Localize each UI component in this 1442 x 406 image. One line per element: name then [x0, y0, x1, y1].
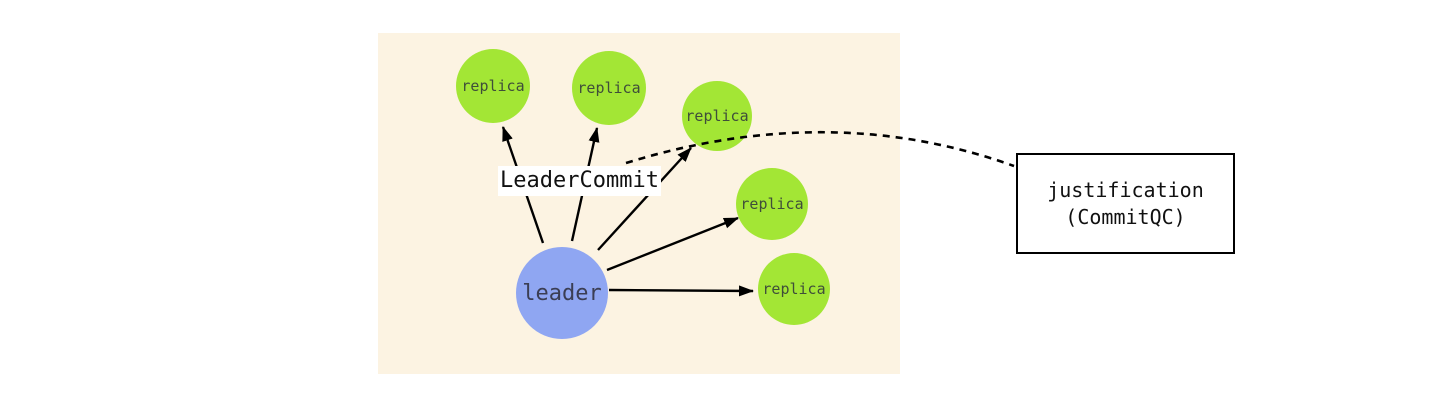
leader-node: leader — [516, 247, 608, 339]
replica-node-4: replica — [736, 168, 808, 240]
replica-node-2-label: replica — [577, 79, 641, 97]
justification-box-line2: (CommitQC) — [1065, 204, 1186, 229]
replica-node-3-label: replica — [685, 107, 749, 125]
leadercommit-label: LeaderCommit — [498, 166, 661, 196]
justification-box: justification (CommitQC) — [1016, 153, 1235, 254]
replica-node-4-label: replica — [740, 195, 804, 213]
replica-node-1-label: replica — [461, 77, 525, 95]
replica-node-5: replica — [758, 253, 830, 325]
replica-node-2: replica — [572, 51, 646, 125]
justification-box-line1: justification — [1047, 177, 1204, 202]
replica-node-5-label: replica — [762, 280, 826, 298]
replica-node-3: replica — [682, 81, 752, 151]
leader-node-label: leader — [522, 280, 602, 306]
replica-node-1: replica — [456, 49, 530, 123]
